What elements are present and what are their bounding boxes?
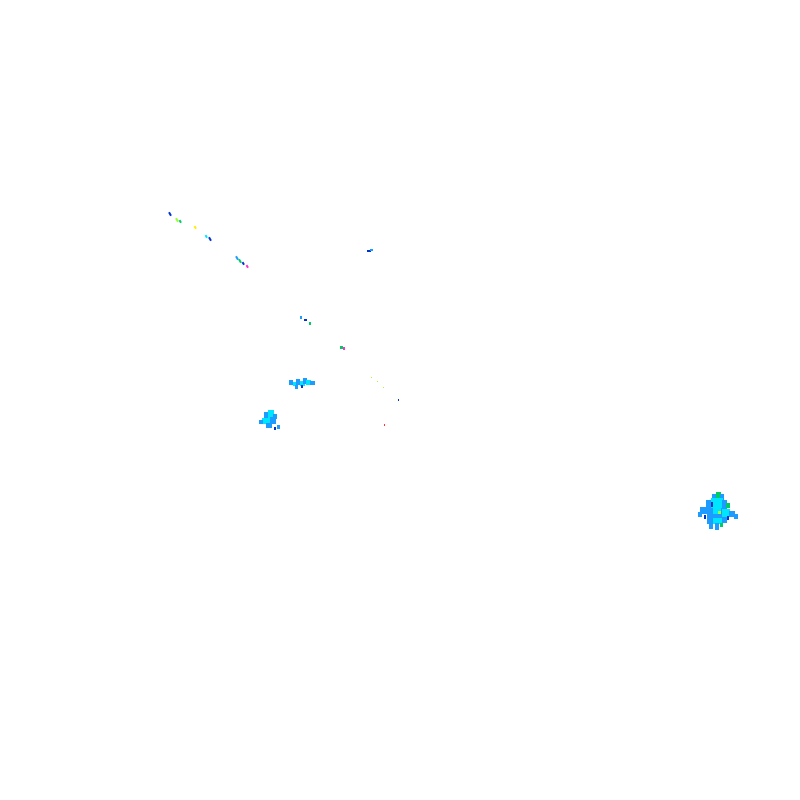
speck-small-center-top bbox=[367, 249, 373, 252]
speck-trail-mid bbox=[300, 316, 345, 350]
speck-trail-upper-left bbox=[168, 211, 249, 269]
blob-right bbox=[698, 492, 738, 530]
speck-faint-center bbox=[371, 377, 399, 426]
blob-mid-horizontal bbox=[289, 378, 315, 389]
blob-mid-left bbox=[259, 410, 280, 430]
